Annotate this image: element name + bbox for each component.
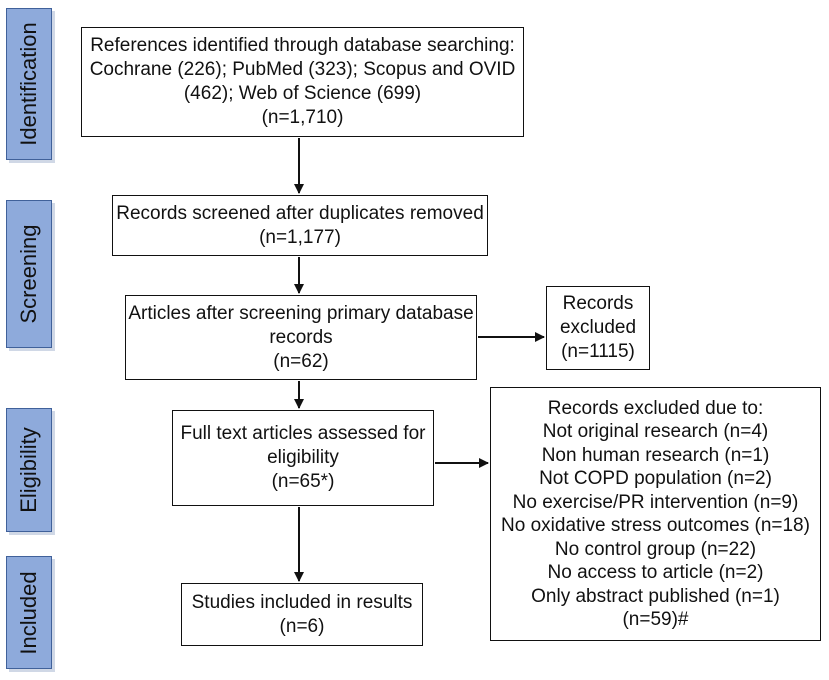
phase-eligibility: Eligibility bbox=[6, 408, 52, 532]
box-text-line: (n=6) bbox=[279, 615, 325, 637]
included-box: Studies included in results(n=6) bbox=[181, 583, 423, 646]
box-text-line: Not original research (n=4) bbox=[542, 421, 769, 442]
after-screening-box: Articles after screening primary databas… bbox=[125, 295, 477, 380]
box-text-line: records bbox=[269, 326, 333, 348]
box-text-line: No oxidative stress outcomes (n=18) bbox=[501, 515, 810, 536]
phase-included: Included bbox=[6, 556, 52, 669]
box-text-line: Non human research (n=1) bbox=[541, 444, 770, 466]
phase-identification: Identification bbox=[6, 8, 52, 160]
box-text-line: (n=65*) bbox=[271, 471, 335, 492]
box-text-line: Records bbox=[562, 293, 634, 314]
box-text-line: (n=1115) bbox=[561, 341, 635, 362]
excluded-reasons-box: Records excluded due to:Not original res… bbox=[490, 387, 821, 641]
box-text-line: Not COPD population (n=2) bbox=[539, 468, 772, 489]
box-text-line: Records excluded due to: bbox=[547, 397, 764, 419]
box-text-line: eligibility bbox=[267, 447, 339, 468]
full-text-box: Full text articles assessed for eligibili… bbox=[172, 410, 434, 506]
screened-box: Records screened after duplicates remove… bbox=[112, 195, 488, 256]
identified-box: References identified through database s… bbox=[81, 27, 524, 137]
phase-screening: Screening bbox=[6, 200, 52, 348]
box-text-line: (n=62) bbox=[273, 350, 329, 372]
box-text-line: Cochrane (226); PubMed (323); Scopus and… bbox=[89, 59, 516, 80]
box-text-line: (n=59)# bbox=[622, 609, 689, 630]
box-text-line: No control group (n=22) bbox=[554, 538, 757, 560]
box-text-line: (462); Web of Science (699) bbox=[183, 83, 422, 104]
box-text-line: (n=1,177) bbox=[259, 226, 341, 248]
box-text-line: (n=1,710) bbox=[261, 107, 344, 128]
box-text-line: Full text articles assessed for bbox=[180, 423, 426, 444]
box-text-line: excluded bbox=[559, 317, 637, 338]
box-text-line: References identified through database s… bbox=[90, 35, 515, 56]
box-text-line: Articles after screening primary databas… bbox=[128, 302, 474, 324]
excluded-screening-box: Records excluded (n=1115) bbox=[546, 286, 650, 370]
box-text-line: No exercise/PR intervention (n=9) bbox=[512, 491, 799, 513]
box-text-line: No access to article (n=2) bbox=[547, 562, 764, 583]
box-text-line: Records screened after duplicates remove… bbox=[116, 202, 484, 224]
box-text-line: Studies included in results bbox=[191, 591, 413, 613]
box-text-line: Only abstract published (n=1) bbox=[531, 585, 780, 607]
